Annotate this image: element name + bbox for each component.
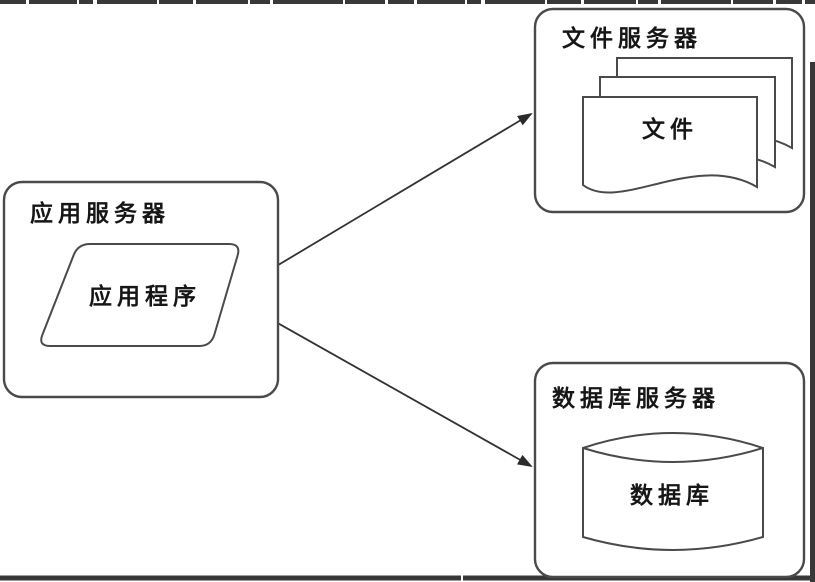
- document-stack: [582, 57, 793, 194]
- app-server-label: 应用服务器: [30, 200, 170, 226]
- file-server-label: 文件服务器: [562, 25, 702, 51]
- application-label: 应用程序: [89, 283, 201, 309]
- document-front: [582, 96, 758, 194]
- cylinder-top-rim: [582, 447, 764, 463]
- database-label: 数据库: [630, 482, 714, 508]
- db-server-label: 数据库服务器: [552, 385, 720, 411]
- application-parallelogram: [40, 243, 240, 347]
- file-label: 文件: [642, 116, 698, 142]
- cylinder-body: [582, 432, 764, 551]
- database-cylinder: [582, 432, 764, 551]
